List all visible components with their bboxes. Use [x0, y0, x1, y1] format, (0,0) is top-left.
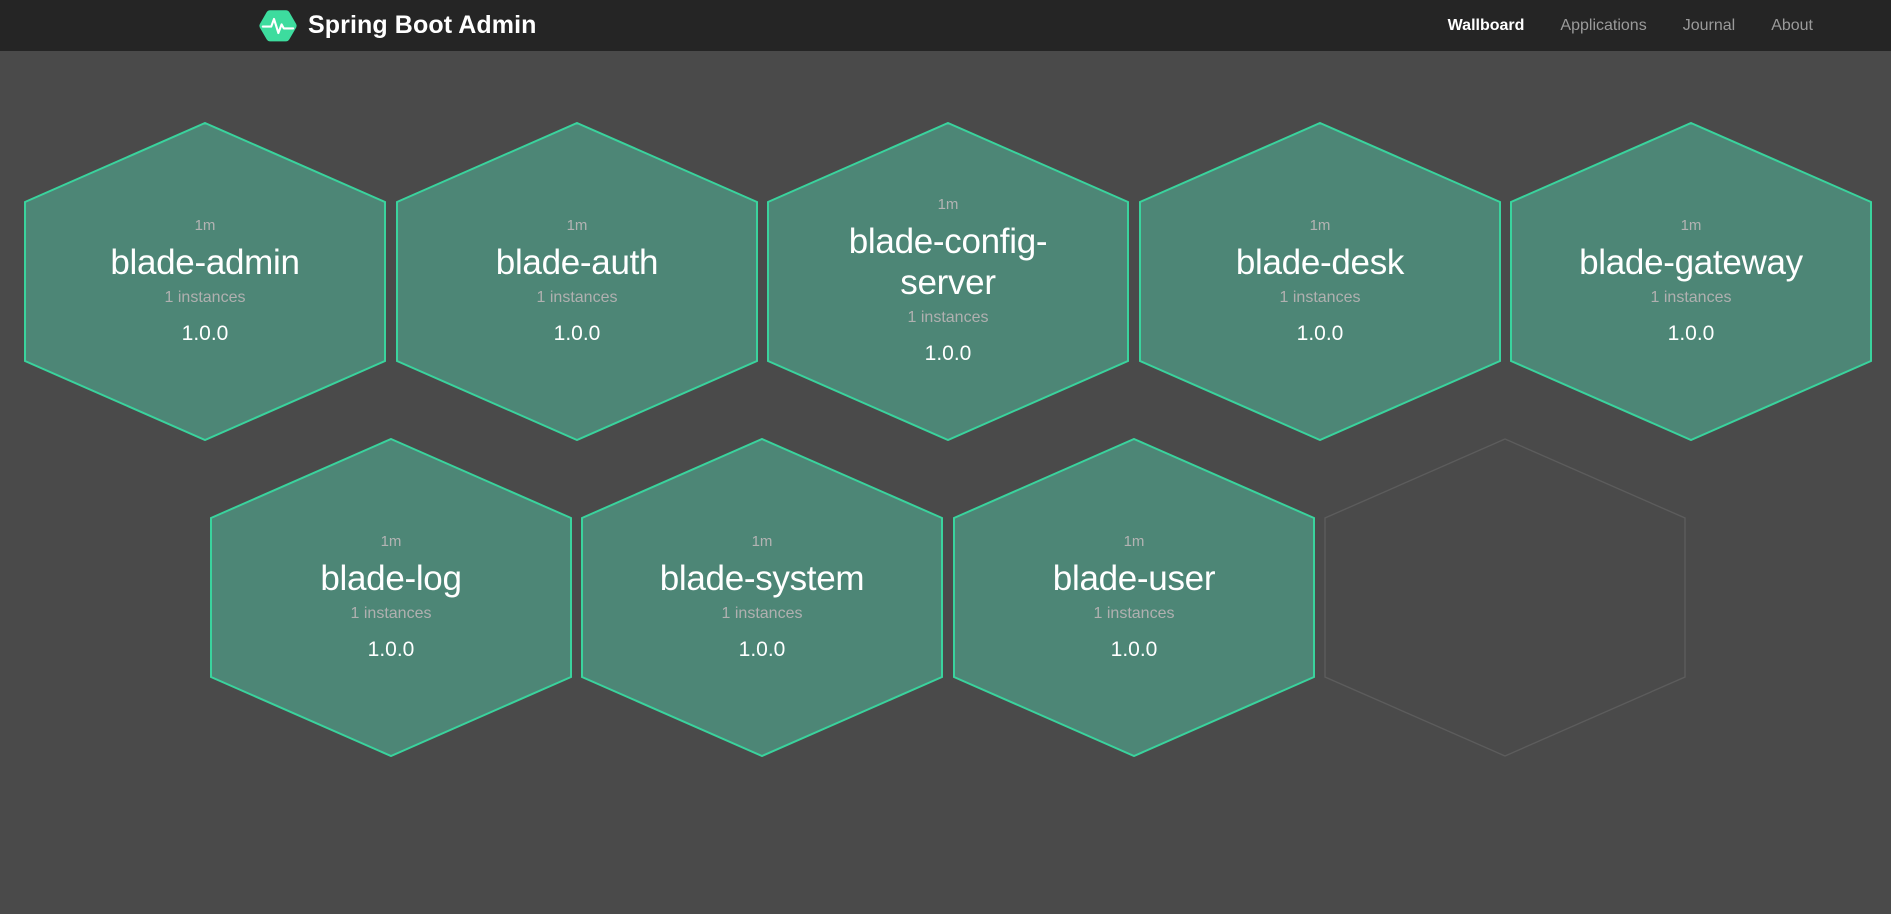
hex-version: 1.0.0: [1667, 321, 1715, 345]
hex-instances: 1 instances: [1093, 604, 1175, 622]
hexagon-shape: [210, 438, 572, 757]
application-hexagon-blade-admin[interactable]: 1m blade-admin 1 instances 1.0.0: [24, 122, 386, 441]
main-nav: Wallboard Applications Journal About: [1430, 17, 1831, 35]
hex-version: 1.0.0: [1296, 321, 1344, 345]
nav-item-applications[interactable]: Applications: [1560, 16, 1647, 34]
hex-app-name: blade-user: [1052, 558, 1216, 598]
hex-version: 1.0.0: [553, 321, 601, 345]
hex-app-name: blade-config-server: [848, 222, 1048, 303]
application-hexagon-blade-desk[interactable]: 1m blade-desk 1 instances 1.0.0: [1139, 122, 1501, 441]
heartbeat-hexagon-icon: [259, 7, 297, 45]
hex-app-name: blade-log: [320, 558, 462, 598]
hexagon-shape: [1139, 122, 1501, 441]
hex-app-name: blade-desk: [1235, 242, 1405, 282]
hexagon-shape-empty: [1324, 438, 1686, 757]
hexagon-shape: [953, 438, 1315, 757]
hex-uptime: 1m: [566, 216, 588, 234]
application-hexagon-blade-system[interactable]: 1m blade-system 1 instances 1.0.0: [581, 438, 943, 757]
hex-version: 1.0.0: [181, 321, 229, 345]
hex-uptime: 1m: [1309, 216, 1331, 234]
hex-version: 1.0.0: [367, 637, 415, 661]
hex-instances: 1 instances: [907, 309, 989, 327]
wallboard-grid: 1m blade-admin 1 instances 1.0.0 1m blad…: [0, 51, 1891, 914]
hex-instances: 1 instances: [164, 288, 246, 306]
hex-version: 1.0.0: [738, 637, 786, 661]
nav-item-about[interactable]: About: [1771, 16, 1813, 34]
nav-item-journal[interactable]: Journal: [1682, 16, 1736, 34]
hexagon-shape: [1510, 122, 1872, 441]
application-hexagon-blade-config-server[interactable]: 1m blade-config-server 1 instances 1.0.0: [767, 122, 1129, 441]
brand-link[interactable]: Spring Boot Admin: [259, 7, 537, 45]
application-hexagon-blade-gateway[interactable]: 1m blade-gateway 1 instances 1.0.0: [1510, 122, 1872, 441]
hexagon-shape: [767, 122, 1129, 441]
brand-title: Spring Boot Admin: [308, 11, 537, 39]
hex-uptime: 1m: [194, 216, 216, 234]
hex-app-name: blade-system: [659, 558, 865, 598]
hex-uptime: 1m: [1680, 216, 1702, 234]
hex-instances: 1 instances: [721, 604, 803, 622]
hex-instances: 1 instances: [1650, 288, 1732, 306]
application-hexagon-blade-log[interactable]: 1m blade-log 1 instances 1.0.0: [210, 438, 572, 757]
hex-app-name: blade-gateway: [1579, 242, 1803, 282]
nav-item-wallboard[interactable]: Wallboard: [1447, 16, 1525, 34]
hexagon-shape: [581, 438, 943, 757]
hexagon-shape: [396, 122, 758, 441]
hexagon-shape: [24, 122, 386, 441]
hex-uptime: 1m: [1123, 532, 1145, 550]
hex-instances: 1 instances: [350, 604, 432, 622]
application-hexagon-blade-auth[interactable]: 1m blade-auth 1 instances 1.0.0: [396, 122, 758, 441]
hex-uptime: 1m: [380, 532, 402, 550]
hex-instances: 1 instances: [1279, 288, 1361, 306]
application-hexagon-placeholder: [1324, 438, 1686, 757]
hex-version: 1.0.0: [924, 342, 972, 366]
hex-uptime: 1m: [751, 532, 773, 550]
top-navbar: Spring Boot Admin Wallboard Applications…: [0, 0, 1891, 51]
application-hexagon-blade-user[interactable]: 1m blade-user 1 instances 1.0.0: [953, 438, 1315, 757]
hex-app-name: blade-admin: [110, 242, 300, 282]
hex-uptime: 1m: [937, 196, 959, 214]
hex-instances: 1 instances: [536, 288, 618, 306]
hex-app-name: blade-auth: [495, 242, 659, 282]
hex-version: 1.0.0: [1110, 637, 1158, 661]
